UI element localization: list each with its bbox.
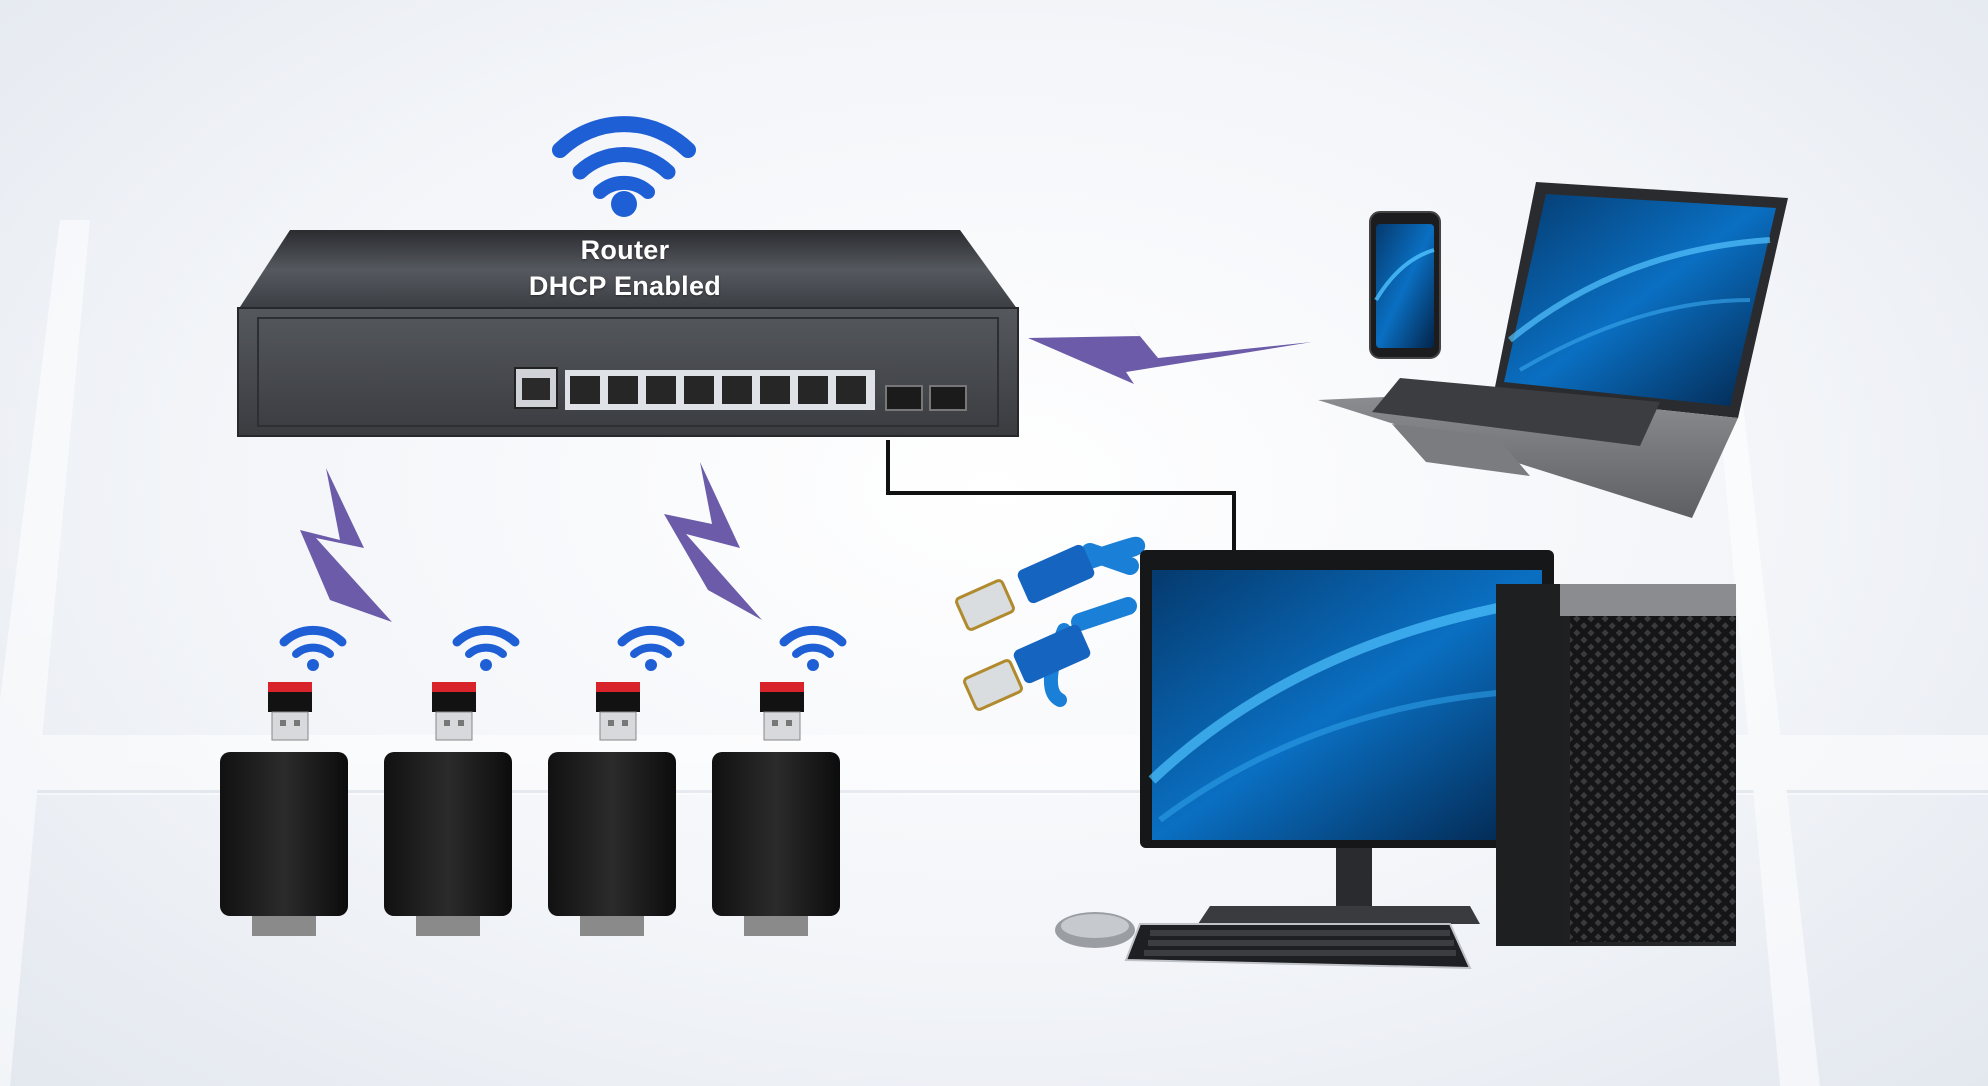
lan-port: [798, 376, 828, 404]
laptop-trackpad: [1392, 424, 1530, 476]
camera-body: [220, 752, 348, 916]
pc-tower: [1496, 584, 1736, 946]
wired-link-line: [886, 440, 1236, 560]
camera-3: [548, 625, 685, 936]
camera-body: [384, 752, 512, 916]
router-subtitle: DHCP Enabled: [528, 271, 722, 301]
desktop-monitor: [1140, 550, 1554, 924]
lightning-link-icon: [300, 468, 392, 622]
wireless-links: [300, 324, 1312, 622]
wifi-icon: [779, 625, 847, 671]
lightning-link-icon: [664, 462, 762, 620]
mouse: [1055, 912, 1135, 948]
laptop: [1318, 182, 1788, 518]
wifi-icon: [617, 625, 685, 671]
smartphone: [1369, 211, 1441, 359]
camera-2: [384, 625, 520, 936]
lan-port: [760, 376, 790, 404]
monitor-stand: [1336, 848, 1372, 906]
lan-port: [684, 376, 714, 404]
usb-wifi-adapter-icon: [596, 682, 640, 741]
lan-ports: [565, 370, 875, 410]
usb-wifi-adapter-icon: [268, 682, 312, 741]
usb-wifi-adapter-icon: [760, 682, 804, 741]
lan-port: [570, 376, 600, 404]
wifi-icon: [279, 625, 347, 671]
lan-port: [646, 376, 676, 404]
camera-body: [712, 752, 840, 916]
camera-4: [712, 625, 847, 936]
usb-wifi-adapter-icon: [432, 682, 476, 741]
router: [237, 230, 1019, 437]
keyboard: [1124, 923, 1472, 970]
lan-port: [722, 376, 752, 404]
lan-port: [608, 376, 638, 404]
wifi-icon: [452, 625, 520, 671]
laptop-keyboard: [1372, 378, 1660, 446]
router-label: Router DHCP Enabled: [470, 232, 780, 304]
camera-body: [548, 752, 676, 916]
router-title: Router: [580, 235, 670, 265]
ethernet-cable-icon: [955, 536, 1146, 711]
lightning-link-icon: [1028, 324, 1312, 384]
router-top-panel: [238, 230, 1018, 310]
console-port: [514, 367, 558, 409]
camera-1: [220, 625, 348, 936]
lan-port: [836, 376, 866, 404]
router-wifi-icon: [552, 116, 696, 217]
sfp-ports: [885, 385, 967, 411]
